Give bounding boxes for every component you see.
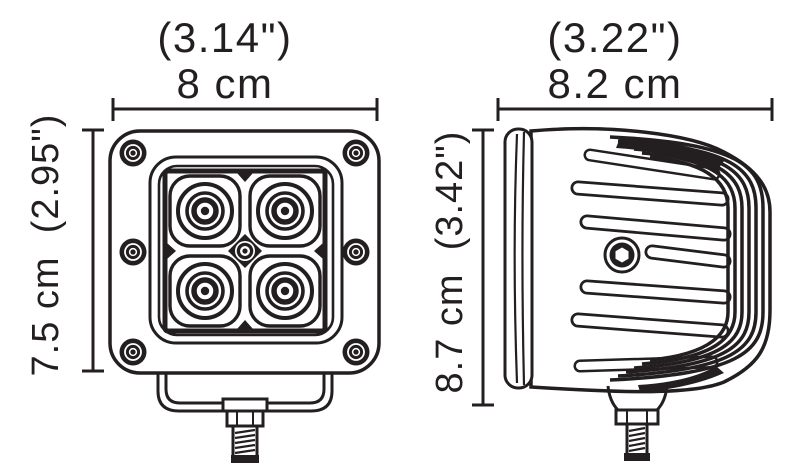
- dimension-ticks: [472, 128, 494, 407]
- side-width-metric-label: 8.2 cm: [547, 60, 682, 107]
- dimension-ticks: [82, 128, 104, 373]
- side-view-drawing: (3.22") 8.2 cm 8.7 cm (3.42"): [429, 14, 774, 461]
- side-hex-bolt-icon: [603, 236, 641, 274]
- front-mounting-bolt: [221, 397, 269, 463]
- front-height-label: 7.5 cm (2.95"): [25, 114, 67, 377]
- side-width-inches-label: (3.22"): [547, 14, 682, 61]
- front-bezel-outer: [148, 155, 344, 345]
- side-mounting-foot: [606, 385, 669, 461]
- front-view-drawing: (3.14") 8 cm 7.5 cm (2.95"): [25, 14, 381, 463]
- front-width-inches-label: (3.14"): [157, 14, 292, 61]
- front-width-metric-label: 8 cm: [176, 60, 273, 107]
- front-width-dimension: [111, 98, 379, 121]
- front-bezel-inner: [157, 164, 335, 337]
- led-cells: [168, 174, 322, 328]
- panel-edge-notches: [167, 173, 323, 329]
- side-lens-strip: [503, 127, 534, 390]
- side-height-dimension: [472, 128, 494, 407]
- panel-center-screw: [228, 234, 262, 268]
- side-width-dimension: [496, 98, 774, 121]
- dimension-ticks: [111, 98, 379, 121]
- side-height-label: 8.7 cm (3.42"): [429, 131, 471, 394]
- front-height-dimension: [82, 128, 104, 373]
- side-edge-shading: [616, 138, 724, 392]
- led-panel-frame: [162, 168, 328, 334]
- dimension-ticks: [496, 98, 774, 121]
